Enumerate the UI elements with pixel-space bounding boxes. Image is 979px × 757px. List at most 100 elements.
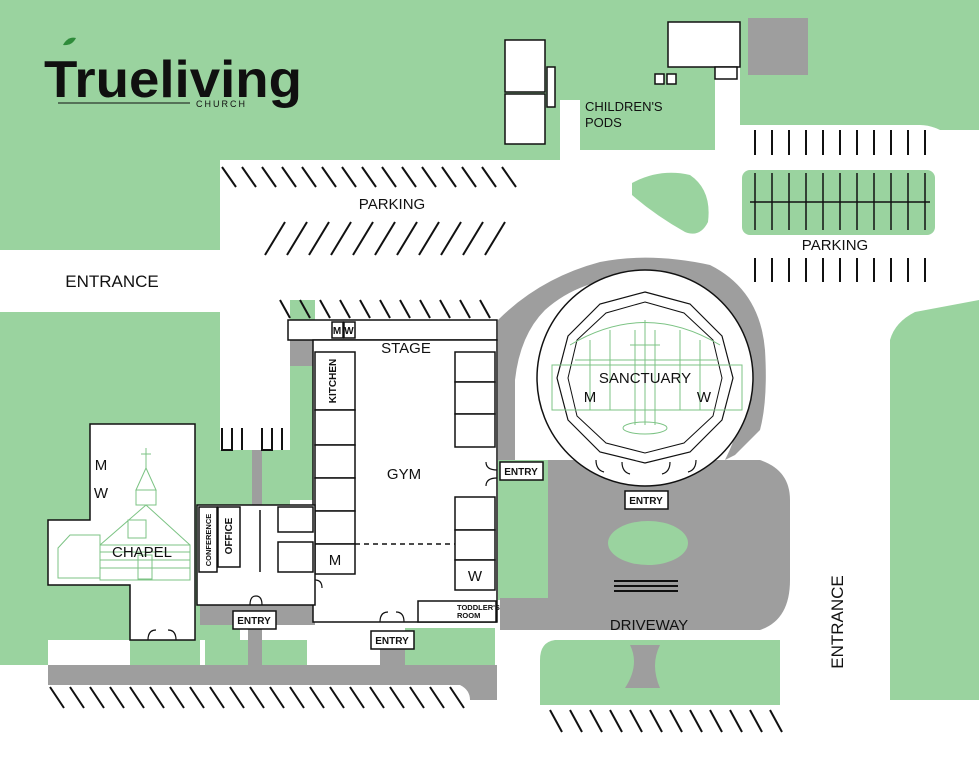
sanctuary-label: SANCTUARY bbox=[599, 370, 691, 387]
gym-left-room-3 bbox=[314, 477, 356, 512]
lawn-driveway bbox=[540, 640, 780, 705]
toddlers-room bbox=[417, 600, 497, 623]
chapel-building bbox=[47, 423, 196, 641]
sanctuary-building bbox=[536, 269, 754, 487]
childrens-pods-label-1: CHILDREN'S bbox=[585, 99, 663, 114]
entrance-left-label: ENTRANCE bbox=[65, 272, 159, 291]
sanctuary-polygon-inner bbox=[567, 301, 723, 454]
church-logo: Trueliving CHURCH bbox=[44, 37, 302, 109]
pod-3 bbox=[667, 21, 741, 68]
sanctuary-illustration bbox=[551, 320, 743, 435]
lawn-right bbox=[890, 300, 979, 700]
stalls-bottom-row bbox=[49, 686, 465, 709]
gym-right-room-3 bbox=[454, 413, 496, 448]
gym-restroom-m bbox=[314, 543, 356, 575]
front-oval-lawn bbox=[608, 521, 688, 565]
office-room-b bbox=[277, 506, 314, 533]
pod-small-1 bbox=[654, 73, 665, 85]
stage-label: STAGE bbox=[381, 340, 431, 357]
entry-box-gym-bottom[interactable] bbox=[370, 630, 415, 650]
drive-bottom bbox=[48, 665, 497, 700]
office-room-c bbox=[277, 541, 314, 573]
gym-right-room-5 bbox=[454, 529, 496, 561]
childrens-pods-label-2: PODS bbox=[585, 115, 622, 130]
pod-1 bbox=[504, 39, 546, 93]
entry-boxes bbox=[232, 461, 669, 650]
restroom-m-top-label: M bbox=[333, 326, 341, 337]
kitchen-room bbox=[314, 351, 356, 411]
toddlers-room-label-2: ROOM bbox=[457, 611, 480, 620]
stalls-gym-top bbox=[279, 299, 491, 319]
kitchen-label: KITCHEN bbox=[328, 359, 339, 403]
lawn-bottom-mid2 bbox=[262, 640, 307, 665]
driveway-center bbox=[625, 645, 660, 688]
gym-top-band bbox=[287, 319, 498, 341]
parking-stalls bbox=[49, 130, 926, 733]
gym-right-room-1 bbox=[454, 351, 496, 383]
pod-2 bbox=[504, 93, 546, 145]
lawn-top-left bbox=[0, 0, 547, 250]
stalls-right-bottom bbox=[754, 258, 926, 282]
brand-name: Trueliving bbox=[44, 51, 302, 109]
chapel-m-label: M bbox=[95, 457, 108, 474]
lawn-top-right bbox=[547, 0, 979, 160]
entrance-right-label: ENTRANCE bbox=[828, 575, 847, 669]
chapel-illustration bbox=[57, 448, 191, 581]
pod-buildings bbox=[504, 21, 741, 145]
parking-island bbox=[742, 170, 935, 235]
sanctuary-w-label: W bbox=[697, 389, 712, 406]
leaf-icon bbox=[63, 37, 76, 46]
parking-top-label: PARKING bbox=[359, 196, 425, 213]
walk-vertical bbox=[252, 450, 262, 510]
gym-right-room-4 bbox=[454, 496, 496, 531]
gym-restroom-m-label: M bbox=[329, 552, 342, 569]
gym-left-room-2 bbox=[314, 444, 356, 479]
crosswalk bbox=[614, 580, 678, 592]
walk-entry-stem bbox=[248, 600, 262, 665]
sanctuary-m-label: M bbox=[584, 389, 597, 406]
gym-restroom-w bbox=[454, 559, 496, 591]
gym-label: GYM bbox=[387, 466, 421, 483]
gym-left-room-4 bbox=[314, 510, 356, 545]
conference-room bbox=[198, 506, 218, 573]
entry-box-gym-right[interactable] bbox=[499, 461, 544, 481]
lawn-gym-right bbox=[498, 460, 548, 600]
chapel-w-label: W bbox=[94, 485, 109, 502]
drive-sanctuary-loop bbox=[498, 257, 766, 460]
brand-sub: CHURCH bbox=[196, 99, 247, 109]
gym-right-room-2 bbox=[454, 381, 496, 415]
stalls-driveway-bottom bbox=[549, 709, 783, 733]
stalls-left-bottom bbox=[221, 428, 283, 451]
entry-label-office: ENTRY bbox=[237, 616, 271, 627]
stalls-middle-row bbox=[264, 221, 506, 256]
entry-label-gym-bottom: ENTRY bbox=[375, 636, 409, 647]
sanctuary-polygon-outer bbox=[556, 291, 734, 464]
restroom-m-top bbox=[331, 321, 344, 339]
pod-ramp bbox=[546, 66, 556, 108]
entry-box-sanctuary[interactable] bbox=[624, 490, 669, 510]
stalls-top-row bbox=[221, 166, 517, 188]
gym-left-room-1 bbox=[314, 409, 356, 446]
pod-3-annex bbox=[714, 66, 738, 80]
driveway-label: DRIVEWAY bbox=[610, 617, 688, 634]
stalls-right-top bbox=[754, 130, 926, 155]
office-wing bbox=[196, 504, 316, 606]
conference-label: CONFERENCE bbox=[204, 514, 213, 567]
stage-corner bbox=[290, 340, 313, 366]
chapel-outline bbox=[47, 423, 196, 641]
entry-label-sanctuary: ENTRY bbox=[629, 496, 663, 507]
entry-box-office[interactable] bbox=[232, 610, 277, 630]
gray-lot-top bbox=[748, 18, 808, 75]
toddlers-room-label-1: TODDLER'S bbox=[457, 603, 500, 612]
office-label: OFFICE bbox=[224, 517, 235, 554]
restroom-w-top bbox=[343, 321, 356, 339]
gym-building bbox=[287, 319, 498, 623]
restroom-w-top-label: W bbox=[344, 326, 354, 337]
gym-restroom-w-label: W bbox=[468, 568, 483, 585]
labels: PARKING PARKING ENTRANCE ENTRANCE DRIVEW… bbox=[65, 99, 868, 669]
doors bbox=[147, 459, 697, 641]
driveway-gap bbox=[540, 630, 790, 640]
lawn-bottom-entry bbox=[405, 628, 495, 665]
